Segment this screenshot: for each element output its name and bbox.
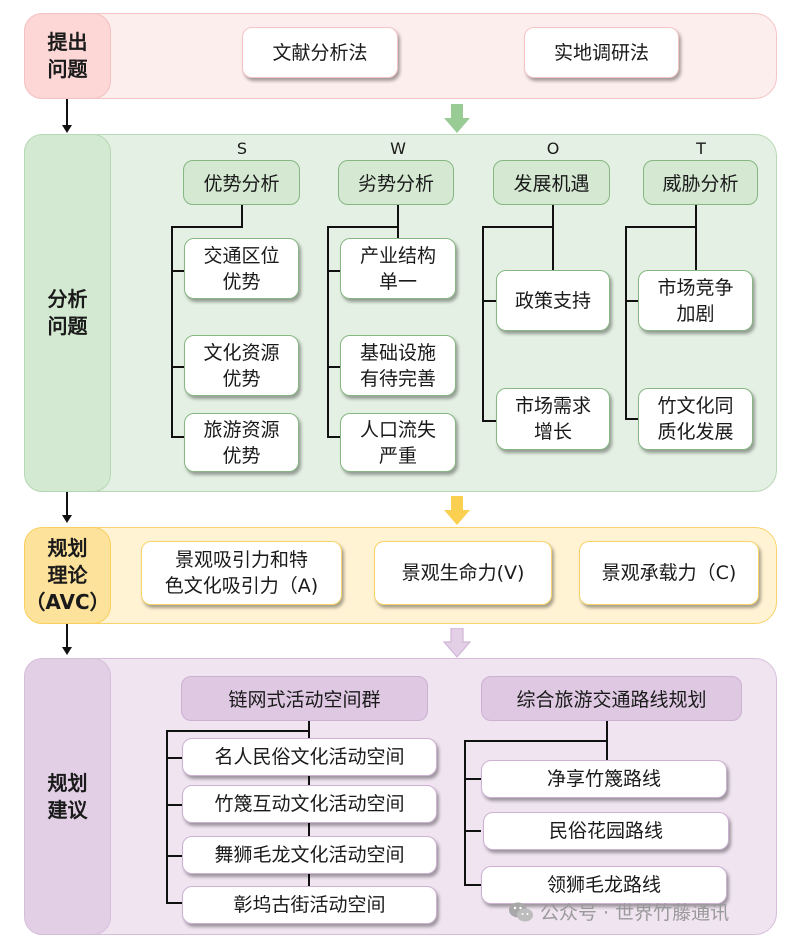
flow-arrow-3 (62, 624, 72, 655)
purple-down-arrow-icon (443, 628, 471, 658)
route-item: 领狮毛龙路线 (481, 866, 727, 904)
route-item: 民俗花园路线 (483, 812, 729, 850)
swot-header-strengths: 优势分析 (183, 160, 300, 205)
activity-space-item: 舞狮毛龙文化活动空间 (182, 836, 437, 874)
method-literature-analysis: 文献分析法 (242, 27, 398, 78)
swot-letter-w: W (390, 139, 406, 158)
proposal-group-tour-routes: 综合旅游交通路线规划 (481, 676, 742, 721)
swot-letter-s: S (236, 139, 248, 158)
swot-item: 政策支持 (496, 270, 610, 331)
wechat-icon (509, 902, 533, 921)
flow-arrow-1 (62, 98, 72, 133)
stage-problem-label: 提出 问题 (24, 13, 111, 99)
flow-arrow-2 (62, 492, 72, 523)
swot-header-opportunities: 发展机遇 (493, 160, 610, 205)
swot-item: 产业结构 单一 (340, 238, 456, 299)
swot-header-threats: 威胁分析 (643, 160, 758, 205)
swot-letter-o: O (546, 139, 560, 158)
yellow-down-arrow-icon (444, 496, 470, 525)
swot-item: 人口流失 严重 (340, 413, 456, 472)
swot-item: 市场需求 增长 (496, 388, 610, 450)
swot-item: 旅游资源 优势 (184, 413, 299, 472)
watermark: 公众号 · 世界竹藤通讯 (508, 898, 729, 925)
stage-proposal-label: 规划 建议 (24, 658, 111, 935)
theory-attraction: 景观吸引力和特 色文化吸引力（A) (141, 541, 342, 605)
activity-space-item: 名人民俗文化活动空间 (182, 738, 437, 776)
swot-item: 文化资源 优势 (184, 335, 299, 396)
swot-item: 基础设施 有待完善 (340, 335, 456, 396)
stage-analysis-label: 分析 问题 (24, 134, 111, 492)
theory-capacity: 景观承载力（C) (579, 541, 759, 605)
activity-space-item: 竹篾互动文化活动空间 (182, 785, 437, 823)
proposal-group-activity-spaces: 链网式活动空间群 (181, 676, 428, 721)
swot-header-weaknesses: 劣势分析 (338, 160, 454, 205)
theory-vitality: 景观生命力(V) (374, 541, 552, 605)
watermark-text: 公众号 · 世界竹藤通讯 (540, 902, 730, 924)
green-down-arrow-icon (444, 104, 470, 133)
route-item: 净享竹篾路线 (481, 760, 727, 798)
swot-letter-t: T (696, 139, 706, 158)
swot-item: 交通区位 优势 (184, 238, 299, 299)
swot-item: 市场竞争 加剧 (638, 270, 753, 331)
activity-space-item: 彰坞古街活动空间 (182, 886, 437, 924)
swot-item: 竹文化同 质化发展 (638, 388, 753, 450)
method-field-research: 实地调研法 (524, 27, 679, 78)
stage-theory-label: 规划 理论 （AVC） (24, 527, 111, 624)
